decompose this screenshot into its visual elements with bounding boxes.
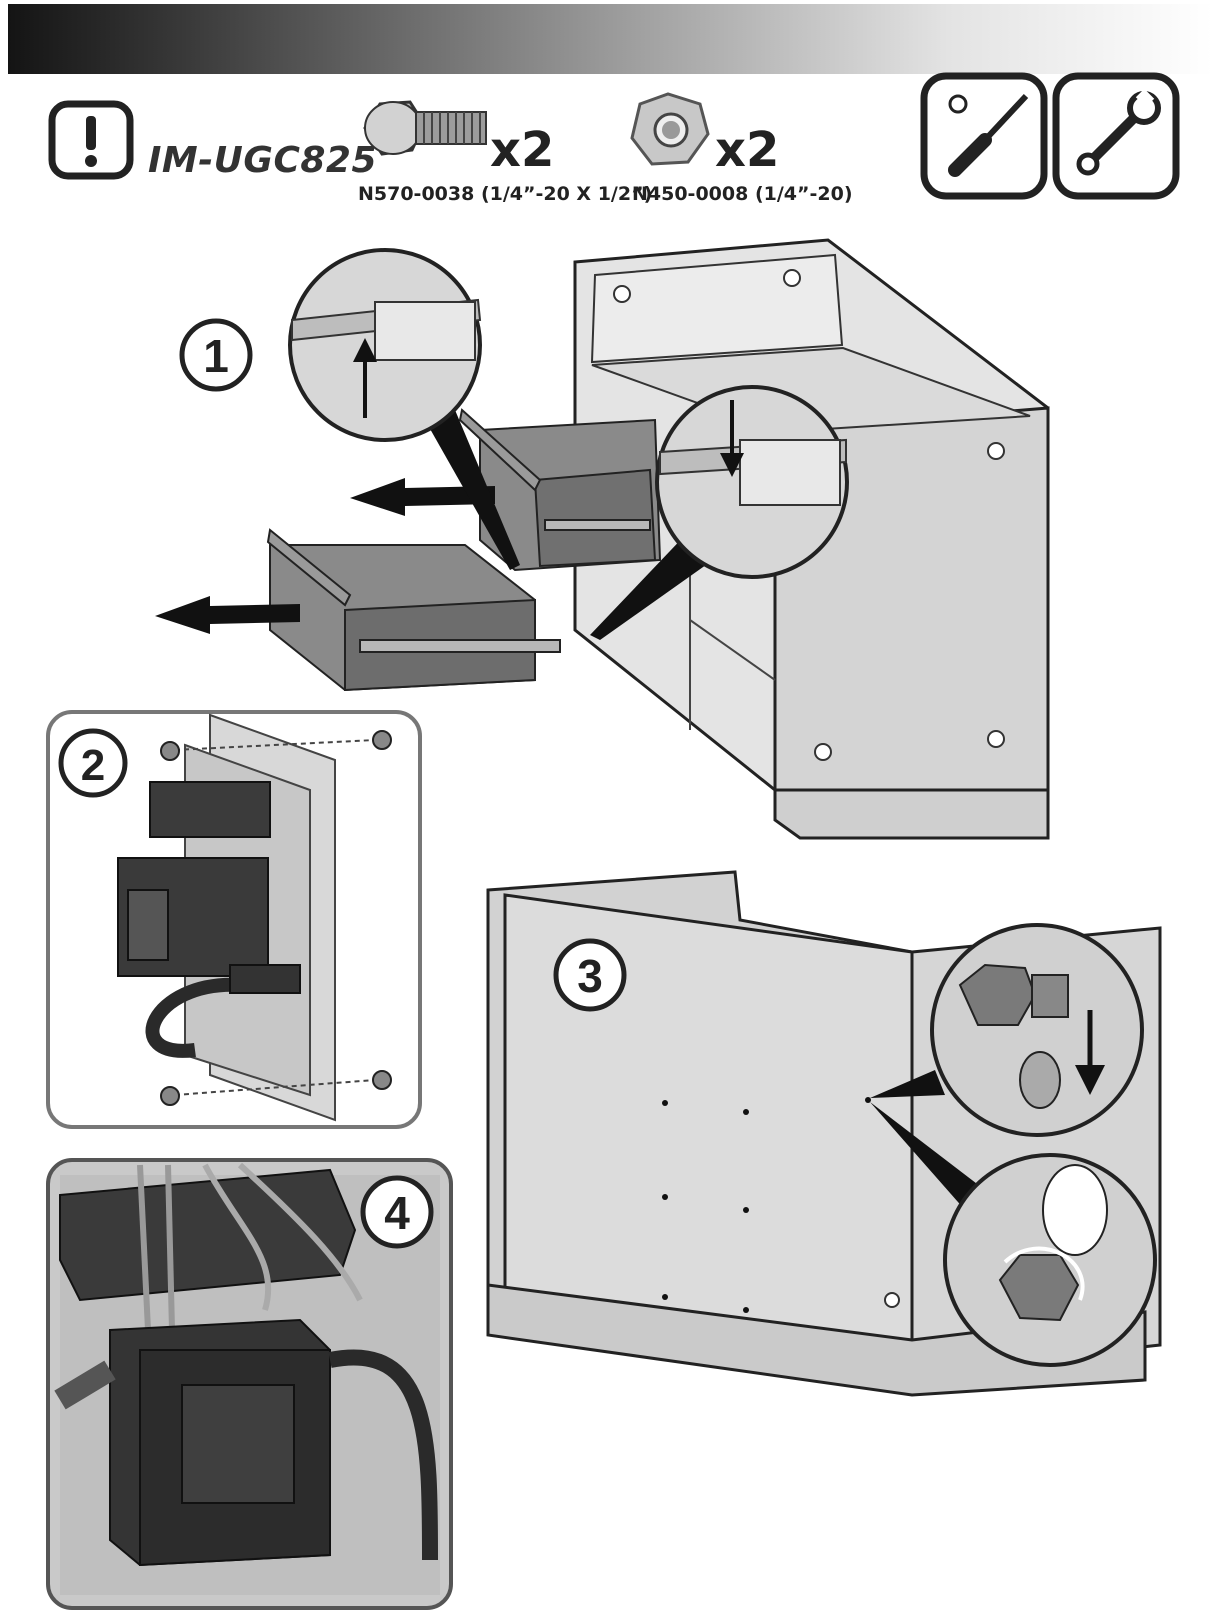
step-3-number: 3 [577,950,603,1002]
nut-icon [630,92,710,166]
step-2-number: 2 [81,741,105,790]
step-2-panel [46,710,422,1129]
model-number: IM-UGC825 [148,140,378,181]
bolt-icon [363,100,487,156]
step-4-number: 4 [384,1187,410,1239]
nut-part-number: N450-0008 (1/4”-20) [632,183,853,205]
header-gradient-bar [8,4,1213,74]
bolt-part-number: N570-0038 (1/4”-20 X 1/2”) [358,183,653,205]
step-4-panel [46,1158,453,1610]
step-3-illustration [486,870,1162,1397]
wrench-icon [1052,72,1180,200]
step-1-number: 1 [203,330,229,382]
step-1-illustration [155,238,1050,840]
nut-quantity: x2 [715,122,780,178]
warning-icon [48,100,134,180]
bolt-quantity: x2 [490,122,555,178]
screwdriver-icon [920,72,1048,200]
